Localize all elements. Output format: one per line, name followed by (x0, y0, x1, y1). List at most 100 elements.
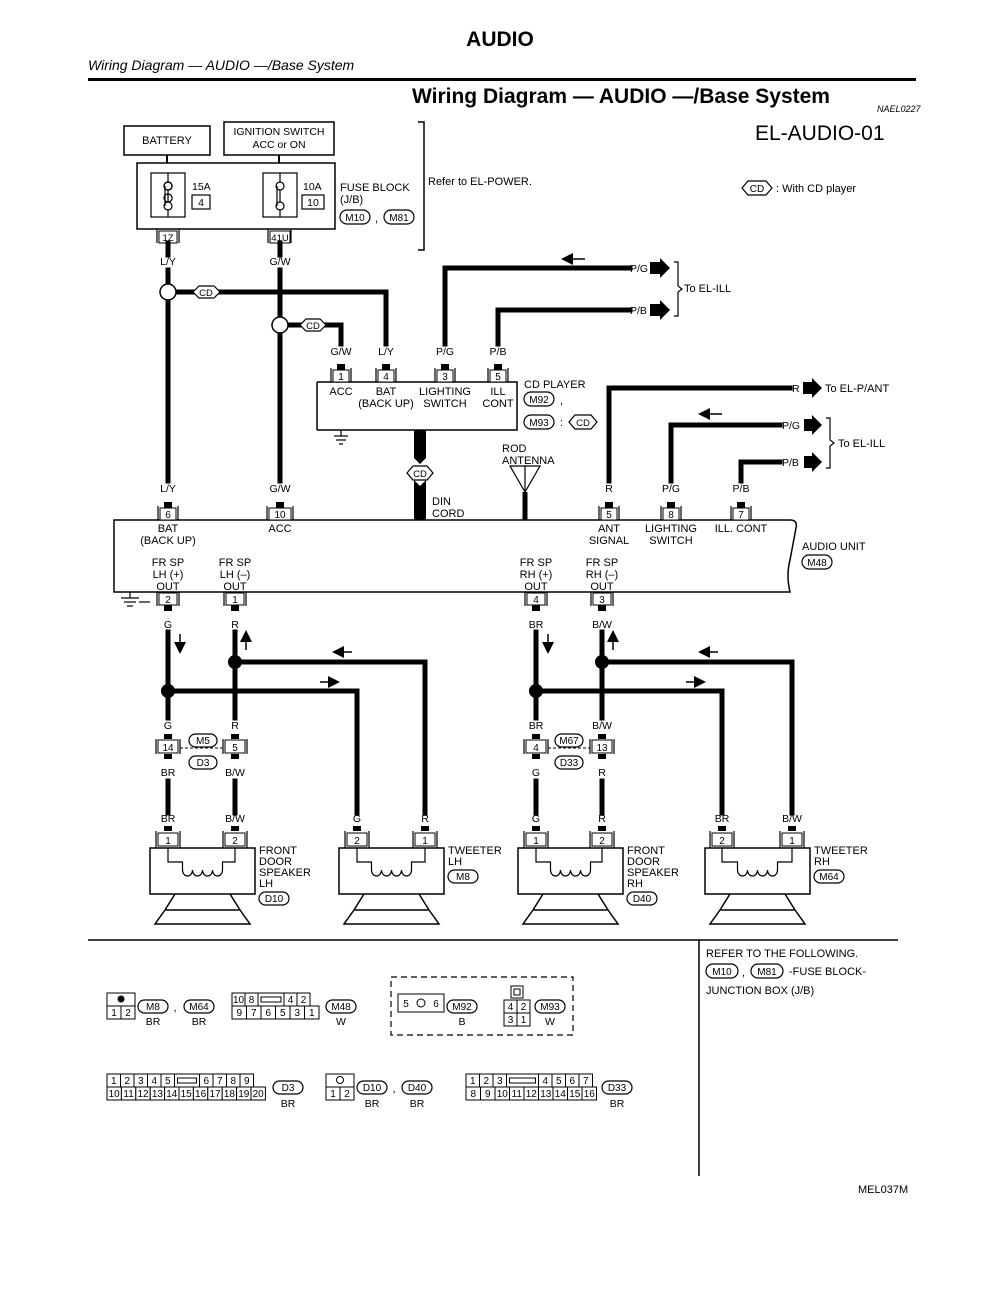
connector-name: M48 (331, 1002, 351, 1013)
au-top-pin-7-num: 7 (738, 510, 744, 521)
splice-open-2 (271, 316, 289, 334)
arrow-pb-out (650, 300, 670, 320)
au-top-pin-5-num: 5 (606, 510, 612, 521)
splice-open-1 (159, 283, 177, 301)
connector-name: D3 (282, 1083, 295, 1094)
au-bottom-pin-label: FR SP (219, 557, 251, 569)
au-top-pin-label: ILL. CONT (715, 523, 768, 535)
au-bottom-pin-label: OUT (156, 581, 180, 593)
connector-cell: 7 (217, 1076, 223, 1087)
joint-pin-num: 4 (533, 743, 539, 754)
au-top-pin-10: 10 (266, 502, 294, 521)
connector-color: BR (281, 1098, 296, 1110)
connector-cell: 15 (181, 1089, 193, 1100)
speaker-label: DOOR (627, 856, 660, 868)
page-subtitle: Wiring Diagram — AUDIO —/Base System (88, 57, 355, 73)
audio-unit-name: AUDIO UNIT (802, 541, 866, 553)
wire-label-r-pant: R (792, 383, 800, 395)
connector-cell: 8 (470, 1089, 476, 1100)
au-bottom-pin-label: RH (+) (520, 569, 553, 581)
wire-label-br-1: BR (529, 619, 544, 631)
bracket-ill-2 (826, 417, 835, 469)
au-top-pin-label: ACC (268, 523, 291, 535)
antenna-label-1: ROD (502, 443, 527, 455)
au-bottom-pin-2: 2 (156, 592, 180, 611)
au-bottom-pin-label: RH (–) (586, 569, 618, 581)
splice-dot (595, 655, 609, 669)
joint-conn-bottom: D33 (560, 758, 579, 769)
wire-label-g-3: G (532, 767, 540, 779)
speaker-pin-num: 2 (599, 836, 605, 847)
connector-cell: 1 (330, 1089, 336, 1100)
au-top-pin-label: SIGNAL (589, 535, 629, 547)
speaker-conn: M8 (456, 872, 470, 883)
fuse-block-label-2: (J/B) (340, 194, 363, 206)
fuse-15a-rating: 15A (192, 181, 211, 193)
speaker-label: SPEAKER (259, 867, 311, 879)
fuse-conn-m10: M10 (345, 213, 365, 224)
cd-conn-m92: M92 (529, 395, 549, 406)
connector-cell: 18 (224, 1089, 236, 1100)
connector-name: D10 (363, 1083, 382, 1094)
speaker-cone-icon (342, 893, 441, 925)
connector-cell: 1 (309, 1008, 315, 1019)
figure-code: MEL037M (858, 1184, 908, 1196)
au-bottom-pin-num: 3 (599, 595, 605, 606)
speaker-pin-num: 2 (719, 836, 725, 847)
antenna-label-2: ANTENNA (502, 455, 555, 467)
reference-code: NAEL0227 (877, 104, 922, 114)
speaker-pin-num: 1 (533, 836, 539, 847)
cd-pin-label: ACC (329, 386, 352, 398)
cd-player-cd-symbol (568, 414, 598, 430)
joint-conn-bottom: D3 (197, 758, 210, 769)
speaker-conn: D40 (633, 894, 652, 905)
cd-pin-label: (BACK UP) (358, 398, 414, 410)
au-top-pin-8-num: 8 (668, 510, 674, 521)
diagram-id: EL-AUDIO-01 (755, 122, 885, 145)
connector-cell: 6 (433, 999, 439, 1010)
wire-label-pg-au: P/G (662, 483, 680, 495)
ignition-label-2: ACC or ON (252, 139, 305, 151)
din-label-2: CORD (432, 508, 464, 520)
speaker-label: RH (627, 878, 643, 890)
legend-cd-text: CD (750, 184, 764, 195)
connector-cell: 4 (508, 1002, 514, 1013)
bracket-ill-1 (674, 261, 683, 317)
connector-cell: 13 (540, 1089, 552, 1100)
au-bottom-pin-num: 2 (165, 595, 171, 606)
connector-name: M93 (540, 1002, 560, 1013)
connector-cell: 1 (111, 1008, 117, 1019)
speaker-label: TWEETER (448, 845, 502, 857)
antenna-icon (508, 465, 542, 494)
fuse-10a-rating: 10A (303, 181, 322, 193)
wire-label-br-sp1: BR (161, 813, 176, 825)
fuse-15a-number: 4 (198, 197, 204, 209)
speaker-pin-num: 2 (354, 836, 360, 847)
connector-cell: 5 (556, 1076, 562, 1087)
wire-label-pg-ill: P/G (630, 263, 648, 275)
connector-cell: 3 (497, 1076, 503, 1087)
connector-name: M92 (452, 1002, 472, 1013)
wire-label-r-au: R (605, 483, 613, 495)
splice-dot (161, 684, 175, 698)
connector-cell: 4 (151, 1076, 157, 1087)
wire-label-r-2: R (231, 720, 239, 732)
au-bottom-pin-label: LH (–) (220, 569, 251, 581)
terminal-1z: 1Z (156, 229, 180, 244)
header-rule (88, 78, 916, 81)
connector-cell: 2 (344, 1089, 350, 1100)
signal-arrows (174, 630, 718, 688)
joint-conn-top: M5 (196, 736, 210, 747)
cd-tag-1-text: CD (199, 288, 213, 299)
audio-unit-body (113, 519, 798, 593)
wire-label-pb-au: P/B (733, 483, 750, 495)
wire-label-g-2: G (164, 720, 172, 732)
